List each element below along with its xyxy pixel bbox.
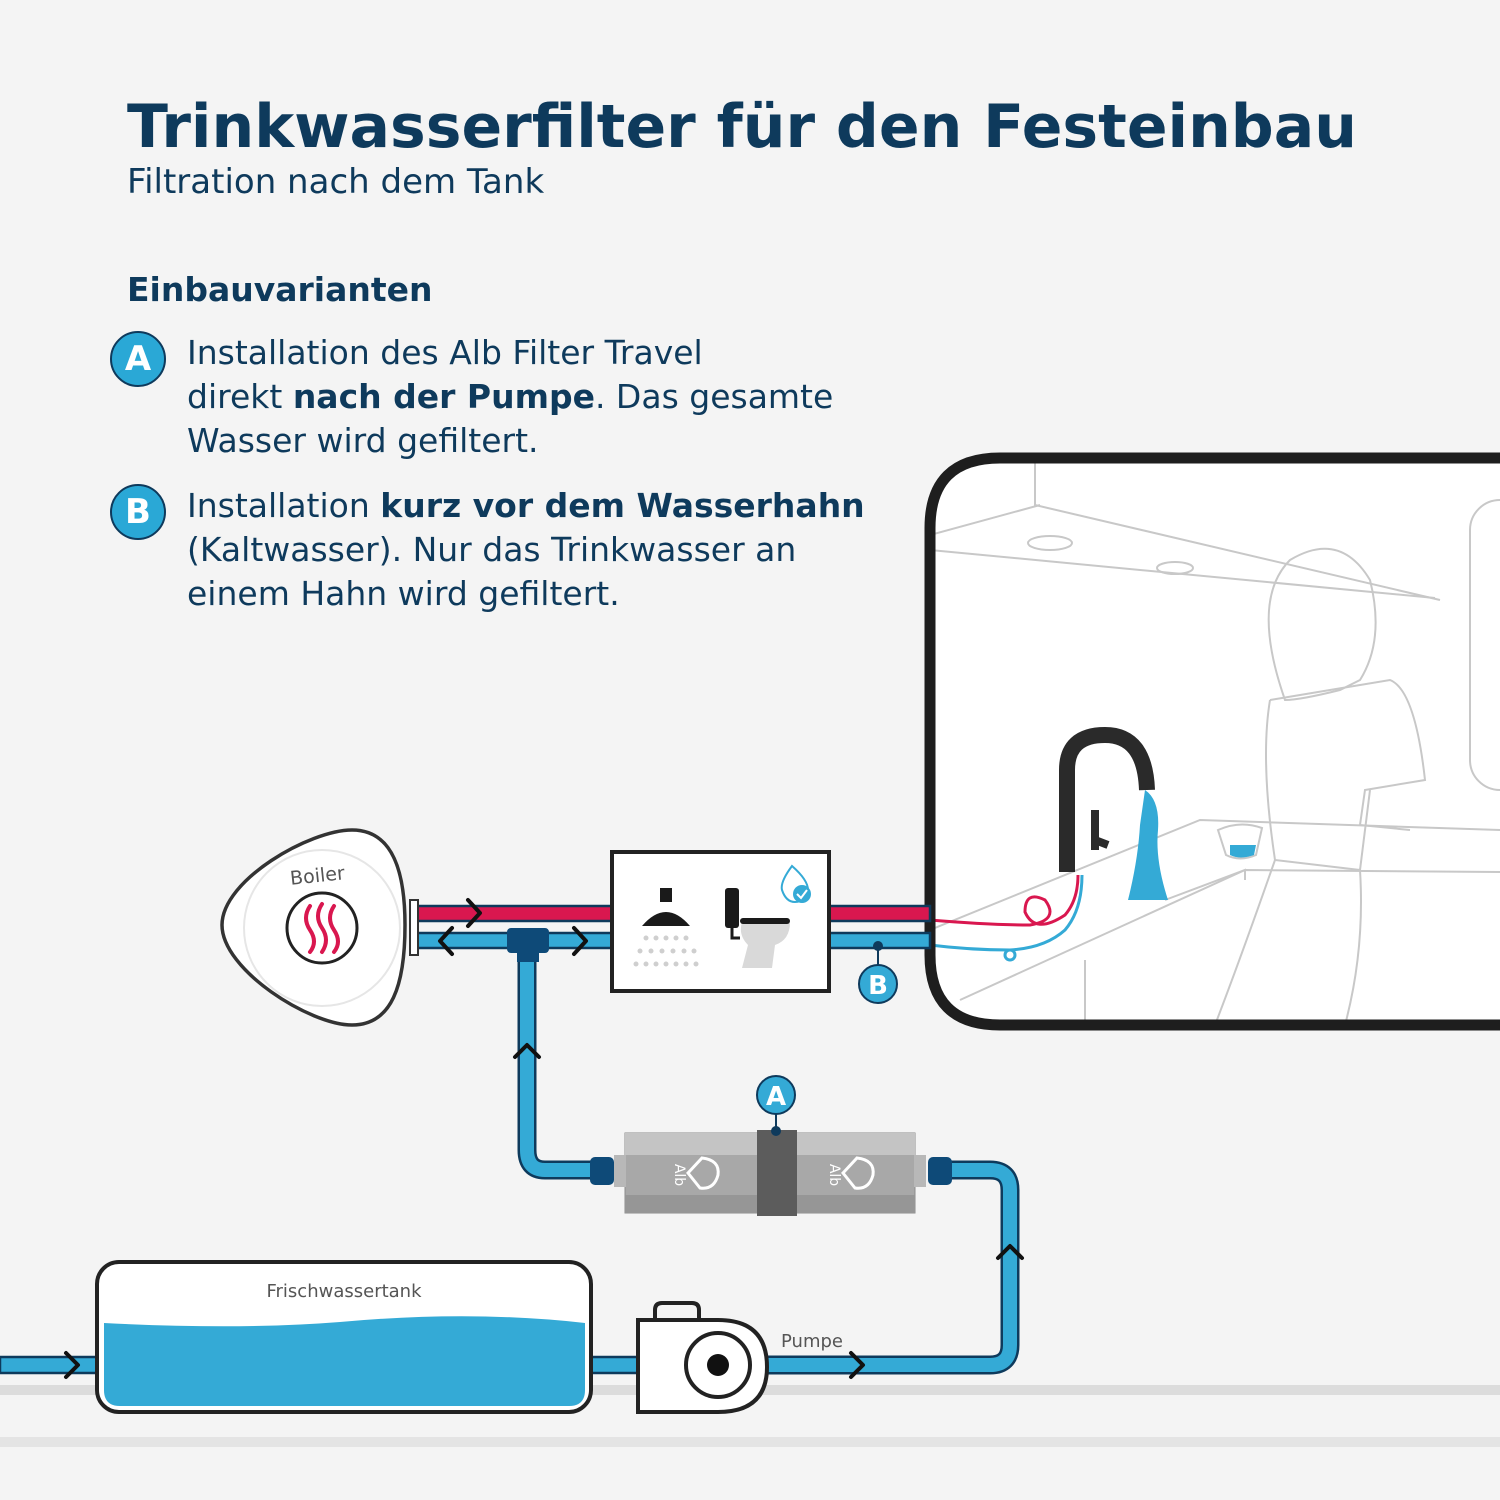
page-title: Trinkwasserfilter für den Festeinbau <box>127 92 1357 162</box>
marker-a: A <box>756 1075 796 1136</box>
shower-icon <box>633 888 699 967</box>
drop-logo-icon <box>686 1156 720 1190</box>
pump: Pumpe <box>636 1301 843 1414</box>
variant-a-badge: A <box>110 331 166 387</box>
consumer-box <box>610 850 831 993</box>
water-check-icon <box>780 864 811 904</box>
toilet-icon <box>725 888 790 968</box>
marker-b: B <box>858 941 898 1004</box>
page-subtitle: Filtration nach dem Tank <box>127 162 545 202</box>
fresh-water-tank: Frischwassertank <box>95 1260 593 1414</box>
variant-b-line2: (Kaltwasser). Nur das Trinkwasser an <box>187 530 797 569</box>
variant-a-text: Installation des Alb Filter Travel direk… <box>187 331 877 463</box>
boiler: Boiler <box>220 828 419 1027</box>
alb-filter: Alb Alb <box>614 1130 926 1216</box>
section-title: Einbauvarianten <box>127 270 433 309</box>
pipe-network <box>0 898 1024 1379</box>
pump-label: Pumpe <box>781 1331 843 1352</box>
variant-a-line2-post: . Das gesamte <box>594 377 834 416</box>
variant-b-emphasis: kurz vor dem Wasserhahn <box>380 486 865 525</box>
filter-brand-left: Alb <box>671 1164 687 1186</box>
filter-brand-right: Alb <box>826 1164 842 1186</box>
kitchen-scene <box>924 452 1500 1031</box>
variant-a-line2-pre: direkt <box>187 377 293 416</box>
marker-a-label: A <box>766 1082 786 1112</box>
variant-b-line1-pre: Installation <box>187 486 381 525</box>
variant-a-emphasis: nach der Pumpe <box>292 377 595 416</box>
variant-a-line3: Wasser wird gefiltert. <box>187 421 539 460</box>
marker-b-label: B <box>868 971 888 1001</box>
variant-b-text: Installation kurz vor dem Wasserhahn (Ka… <box>187 484 877 616</box>
variant-b-badge: B <box>110 484 166 540</box>
variant-a-line1: Installation des Alb Filter Travel <box>187 333 703 372</box>
variant-b-line3: einem Hahn wird gefiltert. <box>187 574 620 613</box>
tank-label: Frischwassertank <box>266 1281 422 1302</box>
floor-shadow-line <box>0 1437 1500 1447</box>
drop-logo-icon-right <box>841 1156 875 1190</box>
